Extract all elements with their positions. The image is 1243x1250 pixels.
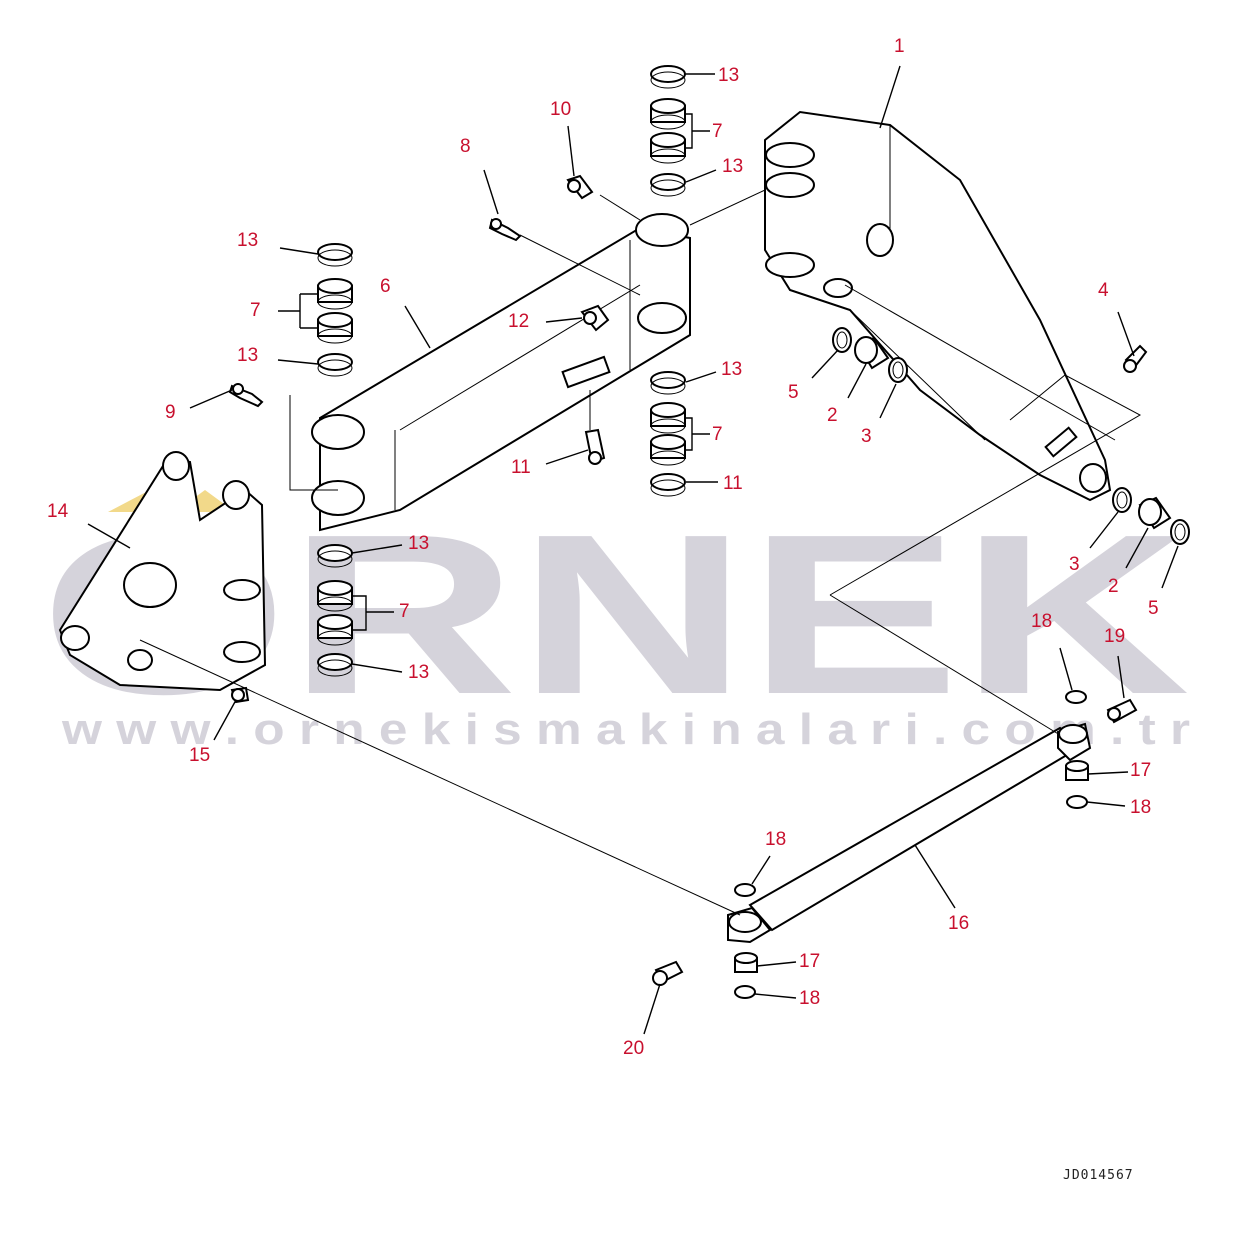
seal-ring-icon (1170, 519, 1190, 545)
callout-5: 5 (788, 382, 799, 403)
grease-fitting-icon (1106, 698, 1138, 724)
callout-13: 13 (408, 533, 429, 554)
grease-fitting-icon (228, 383, 264, 408)
thrust-ring-icon (650, 65, 686, 89)
callout-15: 15 (189, 745, 210, 766)
callout-7: 7 (399, 601, 410, 622)
grease-fitting-icon (652, 960, 684, 986)
grease-fitting-icon (566, 174, 594, 200)
callout-13: 13 (237, 230, 258, 251)
callout-6: 6 (380, 276, 391, 297)
drawing-code: JD014567 (1063, 1168, 1134, 1183)
callout-9: 9 (165, 402, 176, 423)
bushing-icon (317, 614, 353, 646)
callout-18: 18 (765, 829, 786, 850)
bushing-icon (650, 132, 686, 164)
seal-ring-icon (734, 985, 756, 999)
callout-11: 11 (723, 473, 743, 494)
callout-16: 16 (948, 913, 969, 934)
seal-ring-icon (1112, 487, 1132, 513)
callout-18: 18 (1031, 611, 1052, 632)
thrust-ring-icon (650, 173, 686, 197)
thrust-ring-icon (650, 371, 686, 395)
grease-fitting-icon (230, 686, 250, 704)
bushing-icon (734, 952, 758, 973)
callout-19: 19 (1104, 626, 1125, 647)
callout-2: 2 (827, 405, 838, 426)
callout-13: 13 (721, 359, 742, 380)
callout-12: 12 (508, 311, 529, 332)
callout-13: 13 (237, 345, 258, 366)
grease-fitting-icon (1123, 344, 1148, 373)
callout-3: 3 (861, 426, 872, 447)
bushing-icon (317, 312, 353, 344)
callout-4: 4 (1098, 280, 1109, 301)
callout-labels: 1 13 7 13 10 8 13 7 13 6 12 9 11 13 7 11… (47, 36, 1159, 1059)
bushing-icon (650, 402, 686, 434)
callout-1: 1 (894, 36, 905, 57)
callout-18: 18 (799, 988, 820, 1009)
bushing-icon (854, 336, 890, 370)
callout-14: 14 (47, 501, 69, 522)
seal-ring-icon (1066, 795, 1088, 809)
thrust-ring-icon (317, 243, 353, 267)
bushing-icon (650, 98, 686, 130)
callout-7: 7 (250, 300, 261, 321)
callout-17: 17 (799, 951, 820, 972)
seal-ring-icon (832, 327, 852, 353)
construction-lines (139, 189, 1142, 916)
thrust-ring-icon (650, 473, 686, 497)
seal-ring-icon (1065, 690, 1087, 704)
callout-13: 13 (722, 156, 743, 177)
callout-7: 7 (712, 424, 723, 445)
callout-18: 18 (1130, 797, 1151, 818)
callout-10: 10 (550, 99, 571, 120)
callout-7: 7 (712, 121, 723, 142)
callout-5: 5 (1148, 598, 1159, 619)
seal-ring-icon (734, 883, 756, 897)
callout-13: 13 (718, 65, 739, 86)
tie-rod-part-16 (727, 722, 1092, 944)
seal-ring-icon (888, 357, 908, 383)
arm-part-6 (311, 213, 691, 532)
thrust-ring-icon (317, 353, 353, 377)
callout-3: 3 (1069, 554, 1080, 575)
grease-fitting-icon (584, 428, 606, 465)
bracket-part-14 (58, 451, 267, 692)
bushing-icon (1065, 760, 1089, 781)
thrust-ring-icon (317, 653, 353, 677)
callout-11: 11 (511, 457, 531, 478)
leader-lines (87, 65, 1179, 1035)
frame-part-1 (764, 110, 1112, 502)
bushing-icon (650, 434, 686, 466)
callout-20: 20 (623, 1038, 644, 1059)
callout-17: 17 (1130, 760, 1151, 781)
callout-8: 8 (460, 136, 471, 157)
grease-fitting-icon (580, 304, 610, 332)
bushing-icon (1138, 496, 1172, 530)
small-parts (228, 65, 1190, 999)
watermark-url: w w w . o r n e k i s m a k i n a l a r … (61, 705, 1190, 754)
grease-fitting-icon (488, 218, 522, 242)
callout-2: 2 (1108, 576, 1119, 597)
bushing-icon (317, 278, 353, 310)
callout-13: 13 (408, 662, 429, 683)
